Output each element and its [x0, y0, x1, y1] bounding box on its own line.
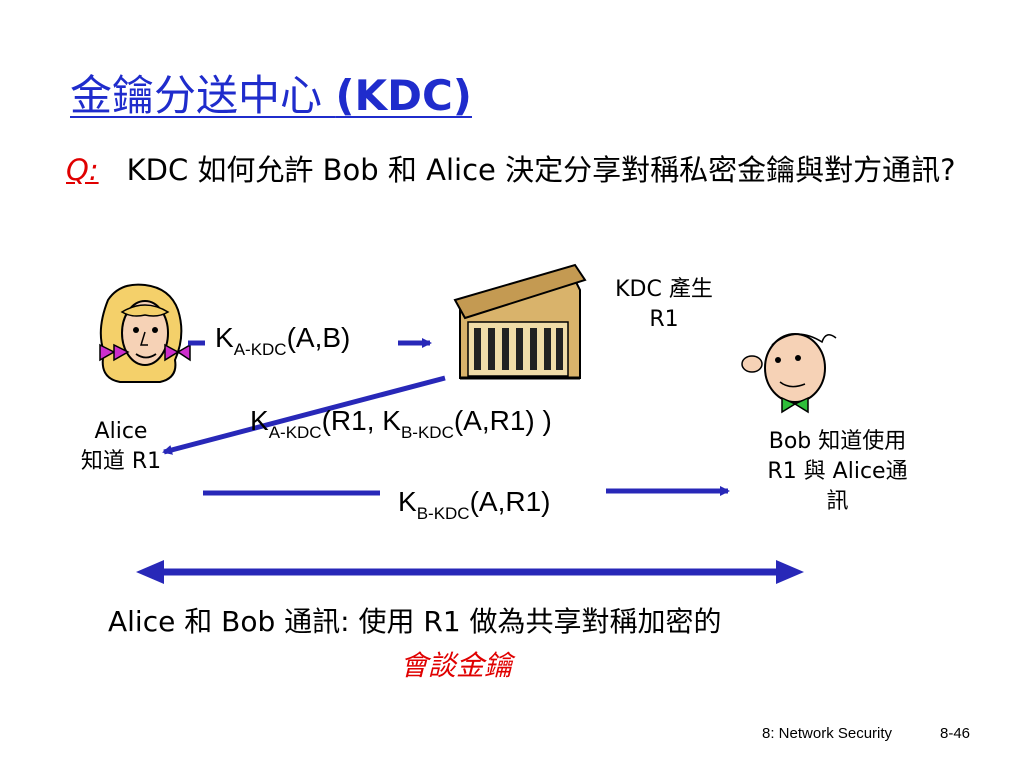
session-key-label: 會談金鑰 — [400, 649, 513, 682]
bottom-statement: Alice 和 Bob 通訊: 使用 R1 做為共享對稱加密的 — [108, 605, 722, 638]
msg2-mid: (R1, K — [321, 405, 401, 436]
alice-label-line2: 知道 R1 — [80, 449, 162, 474]
footer-chapter: 8: Network Security — [762, 725, 893, 742]
alice-face-icon — [99, 283, 191, 383]
alice-label-line1: Alice — [94, 419, 148, 444]
bob-label-line1: Bob 知道使用 — [768, 429, 907, 454]
bob-label-line2: R1 與 Alice通 — [767, 459, 908, 484]
bob-label-line3: 訊 — [826, 489, 849, 514]
msg2-inner-key-sub: B-KDC — [400, 423, 454, 442]
kdc-building-icon — [453, 263, 587, 380]
bob-face-icon — [741, 333, 837, 414]
msg3-key: K — [398, 486, 417, 517]
msg2-key: K — [250, 405, 269, 436]
kdc-label: KDC 產生 R1 — [604, 275, 724, 335]
message-alice-to-kdc: KA-KDC(A,B) — [215, 322, 350, 360]
bob-label: Bob 知道使用 R1 與 Alice通 訊 — [745, 427, 930, 517]
msg2-key-sub: A-KDC — [268, 423, 322, 442]
page-title: 金鑰分送中心 (KDC) — [70, 62, 472, 123]
msg2-body: (A,R1) ) — [453, 405, 552, 436]
double-arrow-alice-bob — [136, 560, 804, 584]
msg3-body: (A,R1) — [469, 486, 551, 517]
arrow-kdc-to-alice — [162, 375, 446, 455]
msg3-key-sub: B-KDC — [416, 504, 470, 523]
alice-label: Alice 知道 R1 — [66, 417, 176, 477]
kdc-label-line1: KDC 產生 — [615, 277, 713, 302]
title-kdc: (KDC) — [335, 71, 472, 120]
message-alice-to-bob: KB-KDC(A,R1) — [398, 486, 551, 524]
msg1-key: K — [215, 322, 234, 353]
footer-page-number: 8-46 — [940, 725, 971, 742]
msg1-body: (A,B) — [286, 322, 351, 353]
question-text: Q: KDC 如何允許 Bob 和 Alice 決定分享對稱私密金鑰與對方通訊? — [66, 150, 956, 190]
msg1-key-sub: A-KDC — [233, 340, 287, 359]
kdc-label-line2: R1 — [649, 307, 679, 332]
question-marker: Q: — [66, 153, 99, 187]
question-body: KDC 如何允許 Bob 和 Alice 決定分享對稱私密金鑰與對方通訊? — [126, 153, 956, 187]
message-kdc-to-alice: KA-KDC(R1, KB-KDC(A,R1) ) — [250, 405, 552, 443]
title-chinese: 金鑰分送中心 — [70, 71, 336, 120]
